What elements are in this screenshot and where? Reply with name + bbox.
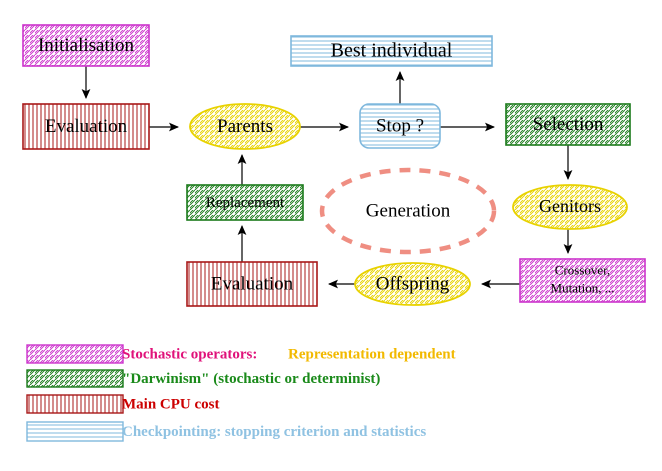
node-shape [512,184,628,230]
node-crossover[interactable]: Crossover, Mutation, ... [519,258,646,303]
legend-item-darwinism: "Darwinism" (stochastic or determinist) [26,369,380,388]
node-offspring[interactable]: Offspring [354,262,471,306]
node-label: Mutation, ... [551,280,615,295]
node-parents[interactable]: Parents [189,103,301,150]
node-shape [290,35,493,67]
legend-label: "Darwinism" (stochastic or determinist) [122,371,380,387]
legend-layer: Stochastic operators: Representation depe… [26,344,456,442]
node-label: Best individual [331,40,453,62]
node-stop[interactable]: Stop ? [359,103,441,149]
legend-item-cpu: Main CPU cost [26,394,220,414]
node-shape [22,103,150,150]
node-shape [505,103,631,146]
node-genitors[interactable]: Genitors [512,184,628,230]
node-shape [319,167,497,255]
node-shape [186,261,318,307]
node-initialisation[interactable]: Initialisation [22,24,150,67]
node-label: Evaluation [45,116,128,137]
legend-item-stochastic: Stochastic operators: Representation depe… [26,344,456,364]
node-evaluation_top[interactable]: Evaluation [22,103,150,150]
legend-label-secondary: Representation dependent [288,346,456,362]
legend-swatch [26,394,124,414]
node-label: Replacement [206,195,285,211]
node-shape [186,184,304,221]
legend-label: Checkpointing: stopping criterion and st… [122,424,426,440]
legend-label: Main CPU cost [122,396,220,412]
node-generation[interactable]: Generation [319,167,497,255]
legend-label: Stochastic operators: [122,346,257,362]
legend-swatch [26,344,124,364]
node-evaluation_bottom[interactable]: Evaluation [186,261,318,307]
node-label: Stop ? [376,115,424,136]
node-label: Generation [366,200,451,221]
legend-item-checkpointing: Checkpointing: stopping criterion and st… [26,421,426,442]
node-best_individual[interactable]: Best individual [290,35,493,67]
node-label: Initialisation [38,35,135,56]
node-selection[interactable]: Selection [505,103,631,146]
node-label: Genitors [539,196,601,216]
node-shape [354,262,471,306]
node-shape [189,103,301,150]
node-label: Evaluation [211,273,294,294]
legend-swatch [26,369,124,388]
node-replacement[interactable]: Replacement [186,184,304,221]
node-label: Selection [533,114,604,135]
legend-swatch [26,421,124,442]
edges-layer [81,66,573,289]
node-label: Offspring [376,273,450,294]
node-shape [519,258,646,303]
node-label: Parents [217,116,273,137]
node-shape [22,24,150,67]
node-label: Crossover, [555,262,610,277]
node-shape [359,103,441,149]
